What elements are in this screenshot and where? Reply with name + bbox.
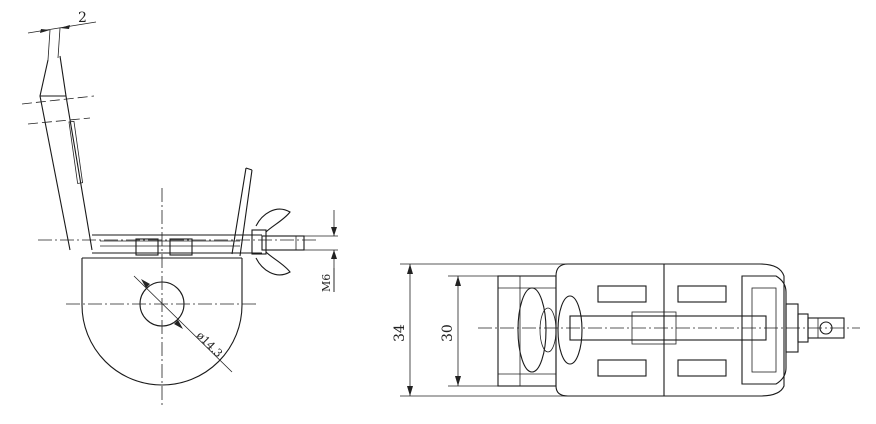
slots xyxy=(597,285,727,377)
inner-height-dimension: 30 xyxy=(440,275,520,387)
outer-height-label: 34 xyxy=(392,324,408,342)
thickness-label: 2 xyxy=(78,10,87,26)
side-view: 2 xyxy=(21,10,338,408)
diameter-dimension: ø14.3 xyxy=(133,275,233,373)
outer-height-dimension: 34 xyxy=(392,263,582,397)
wing-nut xyxy=(251,208,291,276)
right-plate xyxy=(231,167,253,257)
centre-lines xyxy=(38,188,318,408)
thread-label: M6 xyxy=(320,274,333,292)
end-cap xyxy=(741,275,787,385)
top-view: 34 30 xyxy=(392,263,860,397)
thread-dimension: M6 xyxy=(304,210,338,292)
thickness-dimension: 2 xyxy=(27,10,97,61)
diameter-label: ø14.3 xyxy=(194,329,225,360)
inner-height-label: 30 xyxy=(440,324,456,342)
end-nut xyxy=(785,303,845,353)
shaft xyxy=(478,311,860,345)
barrel xyxy=(517,287,583,373)
left-arm xyxy=(21,55,95,251)
bolt xyxy=(92,234,305,256)
